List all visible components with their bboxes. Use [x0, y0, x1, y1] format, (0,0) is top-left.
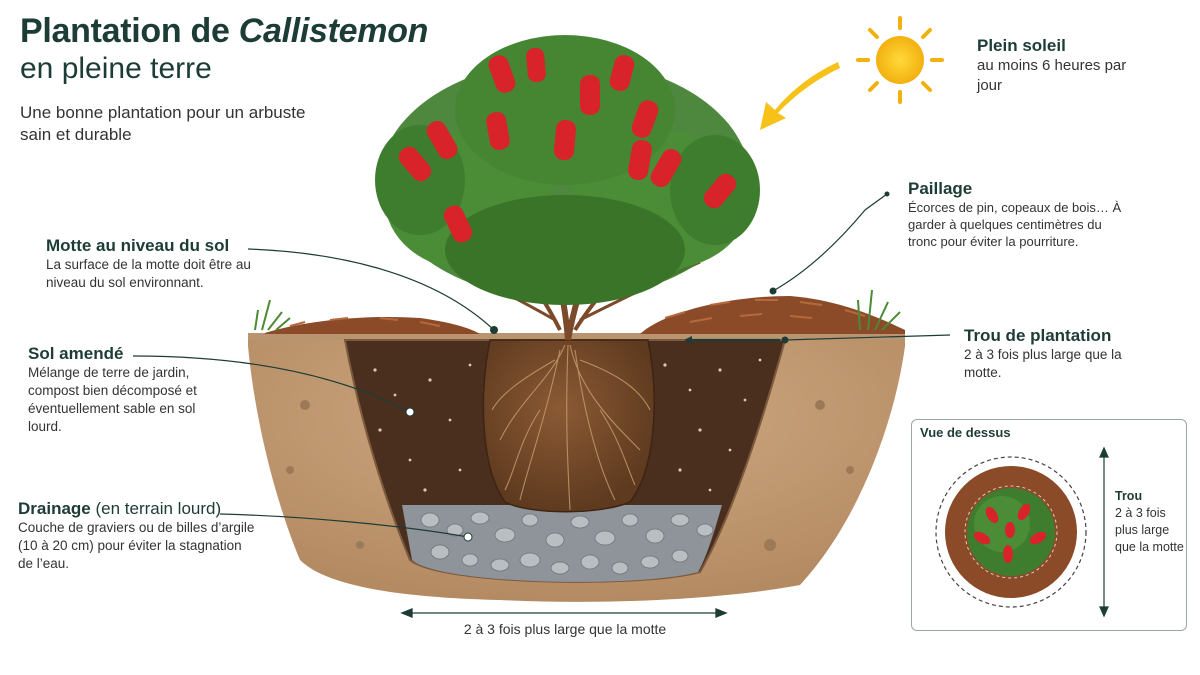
label-drainage-title: Drainage [18, 499, 91, 518]
label-sol-text: Mélange de terre de jardin, compost bien… [28, 365, 197, 434]
bottom-dimension-label: 2 à 3 fois plus large que la motte [463, 621, 667, 637]
label-trou-text: 2 à 3 fois plus large que la motte. [964, 347, 1122, 380]
grass-tufts [254, 289, 901, 331]
title-italic: Callistemon [238, 12, 429, 50]
label-motte: Motte au niveau du sol La surface de la … [46, 236, 256, 292]
shrub-illustration [375, 35, 760, 305]
label-soleil-text: au moins 6 heures par jour [977, 57, 1127, 94]
label-sol: Sol amendé Mélange de terre de jardin, c… [28, 344, 203, 436]
top-view-label-title: Trou [1115, 489, 1143, 503]
label-trou: Trou de plantation 2 à 3 fois plus large… [964, 326, 1134, 382]
page-title-line2: en pleine terre [20, 52, 212, 85]
leader-lines [132, 193, 951, 538]
label-motte-title: Motte au niveau du sol [46, 236, 230, 255]
top-view-label-text: 2 à 3 fois plus large que la motte [1115, 506, 1184, 554]
sun-arrow-icon [760, 62, 840, 130]
mulch-layer [265, 296, 905, 334]
page-title: Plantation de Callistemon [20, 12, 429, 50]
label-soleil: Plein soleil au moins 6 heures par jour [977, 36, 1137, 96]
label-drainage-note: (en terrain lourd) [95, 499, 222, 518]
leader-dots [405, 191, 890, 542]
top-view-title: Vue de dessus [920, 425, 1011, 440]
root-ball [482, 339, 655, 513]
label-soleil-title: Plein soleil [977, 36, 1066, 55]
label-motte-text: La surface de la motte doit être au nive… [46, 257, 251, 290]
label-sol-title: Sol amendé [28, 344, 124, 363]
topview-shrub-icon [935, 446, 1109, 618]
top-view-panel: Vue de dessus Trou 2 à 3 fois plus large… [911, 419, 1187, 631]
label-paillage-title: Paillage [908, 179, 973, 198]
label-paillage-text: Écorces de pin, copeaux de bois… À garde… [908, 200, 1122, 249]
label-drainage: Drainage (en terrain lourd) Couche de gr… [18, 499, 258, 573]
sun-icon [856, 16, 944, 104]
label-paillage: Paillage Écorces de pin, copeaux de bois… [908, 179, 1128, 250]
top-view-label: Trou 2 à 3 fois plus large que la motte [1115, 488, 1185, 556]
gravel-layer [402, 505, 722, 582]
label-trou-title: Trou de plantation [964, 326, 1112, 345]
page-subtitle: Une bonne plantation pour un arbuste sai… [20, 103, 306, 144]
label-drainage-text: Couche de graviers ou de billes d’argile… [18, 520, 255, 571]
amended-soil-speckles [373, 358, 762, 492]
bottom-dimension-arrow [400, 608, 728, 618]
